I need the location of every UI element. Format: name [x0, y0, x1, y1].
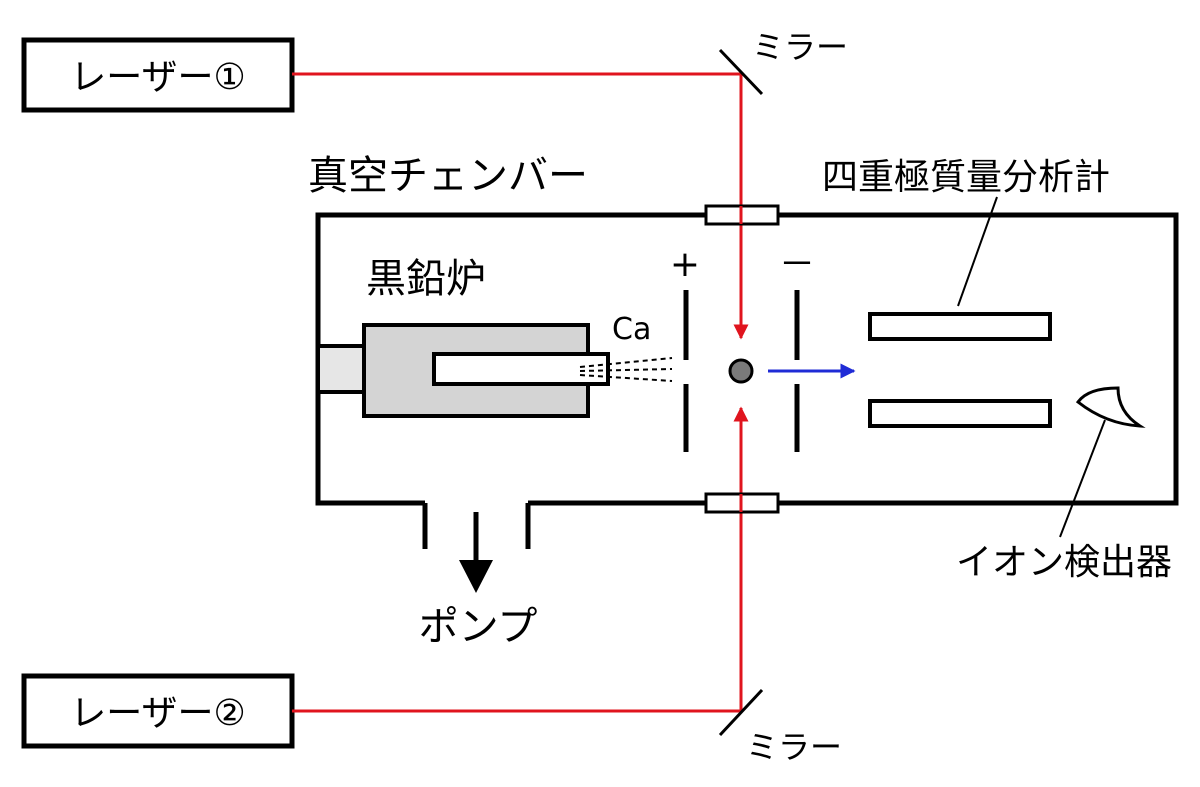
minus-sign: －: [779, 244, 815, 285]
chamber-label: 真空チェンバー: [308, 153, 588, 199]
pump-arrow-head: [459, 560, 493, 593]
quadrupole-leader-line: [957, 196, 998, 307]
mirror-bottom: [718, 688, 764, 737]
vapor-line-1: [579, 357, 673, 368]
quadrupole-rod-upper: [868, 312, 1052, 341]
quadrupole-label: 四重極質量分析計: [822, 157, 1110, 198]
ionization-atom: [728, 358, 754, 384]
furnace-label: 黒鉛炉: [366, 256, 486, 302]
plus-sign: +: [670, 244, 700, 285]
furnace-back-mount: [316, 344, 366, 394]
laser1-box: [21, 37, 295, 113]
mirror-bottom-label: ミラー: [746, 728, 842, 766]
element-label: Ca: [612, 312, 651, 347]
detector-label: イオン検出器: [956, 542, 1172, 583]
vapor-line-2: [579, 368, 673, 372]
quadrupole-rod-lower: [868, 399, 1052, 428]
laser2-label: レーザー②: [70, 693, 246, 734]
mirror-top: [718, 48, 764, 96]
laser1-label: レーザー①: [70, 57, 246, 98]
vapor-line-3: [579, 374, 673, 382]
ion-detector: [1075, 386, 1146, 428]
detector-leader-line: [1059, 419, 1106, 538]
mirror-top-label: ミラー: [752, 28, 848, 66]
furnace-tube: [432, 352, 610, 386]
laser2-box: [21, 673, 295, 749]
pump-label: ポンプ: [419, 604, 538, 650]
